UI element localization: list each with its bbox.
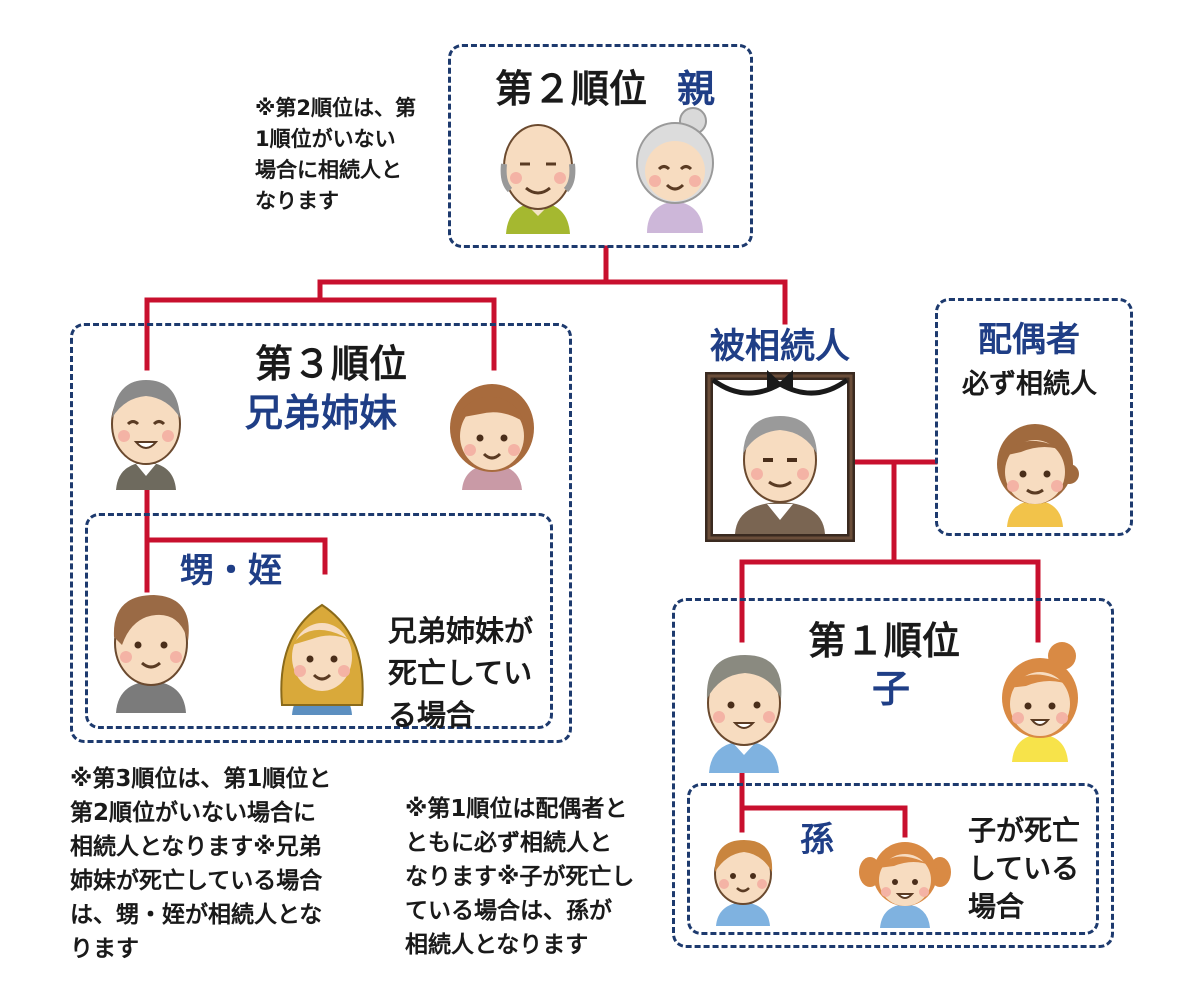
third-rank-box xyxy=(70,323,572,743)
first-rank-relation: 子 xyxy=(872,667,911,711)
spouse-desc: 必ず相続人 xyxy=(962,369,1097,400)
spouse-label: 配偶者 xyxy=(978,320,1080,360)
daughter-illustration xyxy=(1002,642,1078,762)
second-rank-title: 第２順位親 xyxy=(495,58,715,113)
grandfather-illustration xyxy=(500,124,576,234)
third-rank-relation: 兄弟姉妹 xyxy=(245,391,398,435)
second-rank-box xyxy=(448,44,753,248)
line-nephew-bar xyxy=(144,537,328,575)
first-rank-title: 第１順位 xyxy=(808,619,961,663)
spouse-box xyxy=(935,298,1133,536)
line-parents-sibling xyxy=(317,297,497,371)
niece-illustration xyxy=(280,603,364,715)
line-grandchild-bar xyxy=(739,805,908,838)
first-rank-box xyxy=(672,598,1114,948)
grandmother-illustration xyxy=(636,107,714,233)
nephew-niece-condition: 兄弟姉妹が 死亡してい る場合 xyxy=(388,614,534,732)
third-rank-title: 第３順位 xyxy=(255,342,408,386)
grandchildren-condition: 子が死亡 している 場合 xyxy=(968,814,1081,923)
second-rank-label: 第２順位 xyxy=(495,67,648,111)
nephew-illustration xyxy=(113,595,189,713)
sister-illustration xyxy=(450,384,534,490)
deceased-label: 被相続人 xyxy=(710,327,851,367)
son-illustration xyxy=(706,655,782,773)
deceased-portrait xyxy=(705,370,855,542)
first-rank-note: ※第1順位は配偶者と ともに必ず相続人と なります※子が死亡し ている場合は、孫… xyxy=(405,796,635,958)
line-parents-left xyxy=(144,279,323,371)
grandson-illustration xyxy=(714,840,773,926)
spouse-illustration xyxy=(997,424,1079,527)
second-rank-note: ※第2順位は、第 1順位がいない 場合に相続人と なります xyxy=(255,96,417,213)
granddaughter-illustration xyxy=(859,842,951,928)
nephew-niece-relation: 甥・姪 xyxy=(180,551,282,591)
nephew-niece-box xyxy=(85,513,553,729)
third-rank-note: ※第3順位は、第1順位と 第2順位がいない場合に 相続人となります※兄弟 姉妹が… xyxy=(70,766,332,962)
second-rank-relation: 親 xyxy=(677,67,716,111)
brother-illustration xyxy=(111,380,181,490)
grandchildren-box xyxy=(687,783,1099,935)
grandchildren-relation: 孫 xyxy=(800,820,834,860)
